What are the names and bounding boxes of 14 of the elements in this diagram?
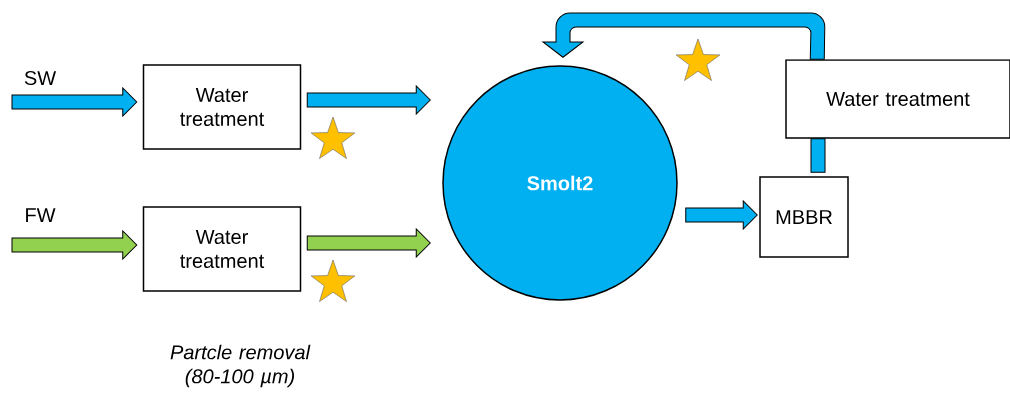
block-arrow (306, 228, 431, 258)
edge-label: FW (26, 208, 56, 222)
process-box: Water treatment (785, 59, 1010, 139)
pipe-arrow (542, 12, 826, 60)
block-arrow (306, 85, 431, 115)
note-text: Partcle removal (80-100 µm) (170, 344, 311, 388)
process-box: Water treatment (142, 206, 302, 292)
process-box: Water treatment (142, 64, 302, 150)
block-arrow (685, 200, 758, 230)
edge-label: SW (24, 70, 57, 86)
pipe (810, 138, 826, 173)
block-arrow (11, 230, 138, 260)
process-box: MBBR (759, 176, 849, 258)
block-arrow (11, 87, 138, 117)
